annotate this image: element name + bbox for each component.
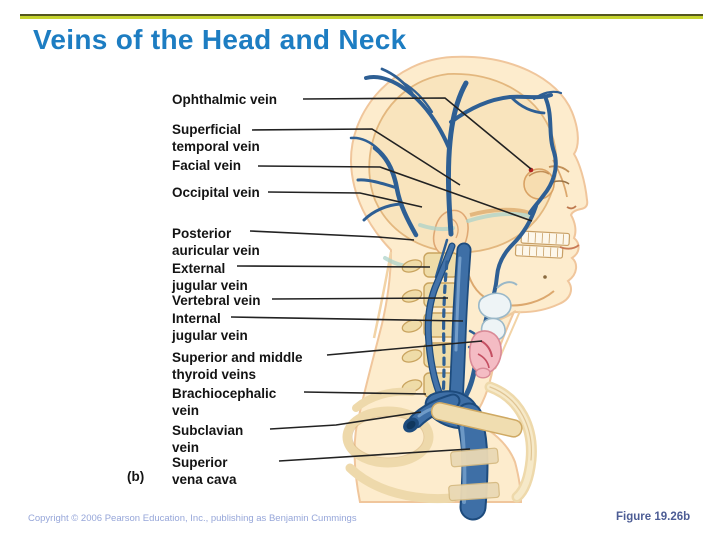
leader-lines — [230, 97, 533, 462]
leader-internal-jugular-vein — [230, 316, 464, 322]
posterior-auricular-vein — [434, 238, 449, 279]
leader-superior-vena-cava — [278, 448, 471, 462]
eyebrow-line — [548, 165, 570, 173]
title-accent-rule — [20, 14, 703, 19]
mouth-line — [559, 244, 580, 250]
leader-superficial-temporal-vein — [251, 128, 461, 186]
copyright-text: Copyright © 2006 Pearson Education, Inc.… — [28, 513, 357, 524]
label-posterior-auricular-vein: Posterior auricular vein — [172, 226, 260, 258]
leader-facial-vein — [257, 165, 533, 222]
leader-ophthalmic-vein — [302, 97, 532, 170]
external-jugular-vein — [424, 242, 456, 405]
eye-crease — [552, 180, 570, 185]
skull — [368, 73, 571, 307]
label-superficial-temporal-vein: Superficial temporal vein — [172, 122, 260, 154]
leader-thyroid-veins — [326, 340, 483, 356]
leader-subclavian-vein — [269, 411, 422, 430]
page-title: Veins of the Head and Neck — [33, 24, 407, 55]
label-ophthalmic-vein: Ophthalmic vein — [172, 92, 278, 107]
internal-jugular-vein — [448, 242, 472, 409]
label-external-jugular-vein: External jugular vein — [172, 261, 248, 293]
label-subclavian-vein: Subclavian vein — [172, 423, 244, 455]
panel-label: (b) — [127, 469, 145, 484]
leader-occipital-vein — [267, 191, 423, 208]
label-thyroid-veins: Superior and middle thyroid veins — [172, 350, 303, 382]
label-occipital-vein: Occipital vein — [172, 185, 260, 200]
leader-vertebral-vein — [271, 297, 449, 300]
nostril — [566, 205, 577, 210]
label-superior-vena-cava: Superior vena cava — [172, 455, 237, 487]
label-brachiocephalic-vein: Brachiocephalic vein — [172, 386, 277, 418]
label-internal-jugular-vein: Internal jugular vein — [172, 311, 248, 343]
clavicle — [430, 402, 523, 502]
occipital-vein — [349, 136, 419, 238]
figure-reference: Figure 19.26b — [616, 511, 691, 523]
teeth — [514, 230, 571, 259]
leader-posterior-auricular-vein — [249, 230, 415, 241]
vertebral-vein — [441, 260, 449, 398]
label-facial-vein: Facial vein — [172, 158, 242, 173]
superficial-temporal-vein — [364, 67, 563, 237]
mental-foramen — [543, 275, 547, 279]
label-vertebral-vein: Vertebral vein — [172, 293, 261, 308]
leader-external-jugular-vein — [236, 265, 431, 268]
leader-brachiocephalic-vein — [303, 391, 427, 395]
ribs-and-shoulder — [342, 381, 537, 504]
